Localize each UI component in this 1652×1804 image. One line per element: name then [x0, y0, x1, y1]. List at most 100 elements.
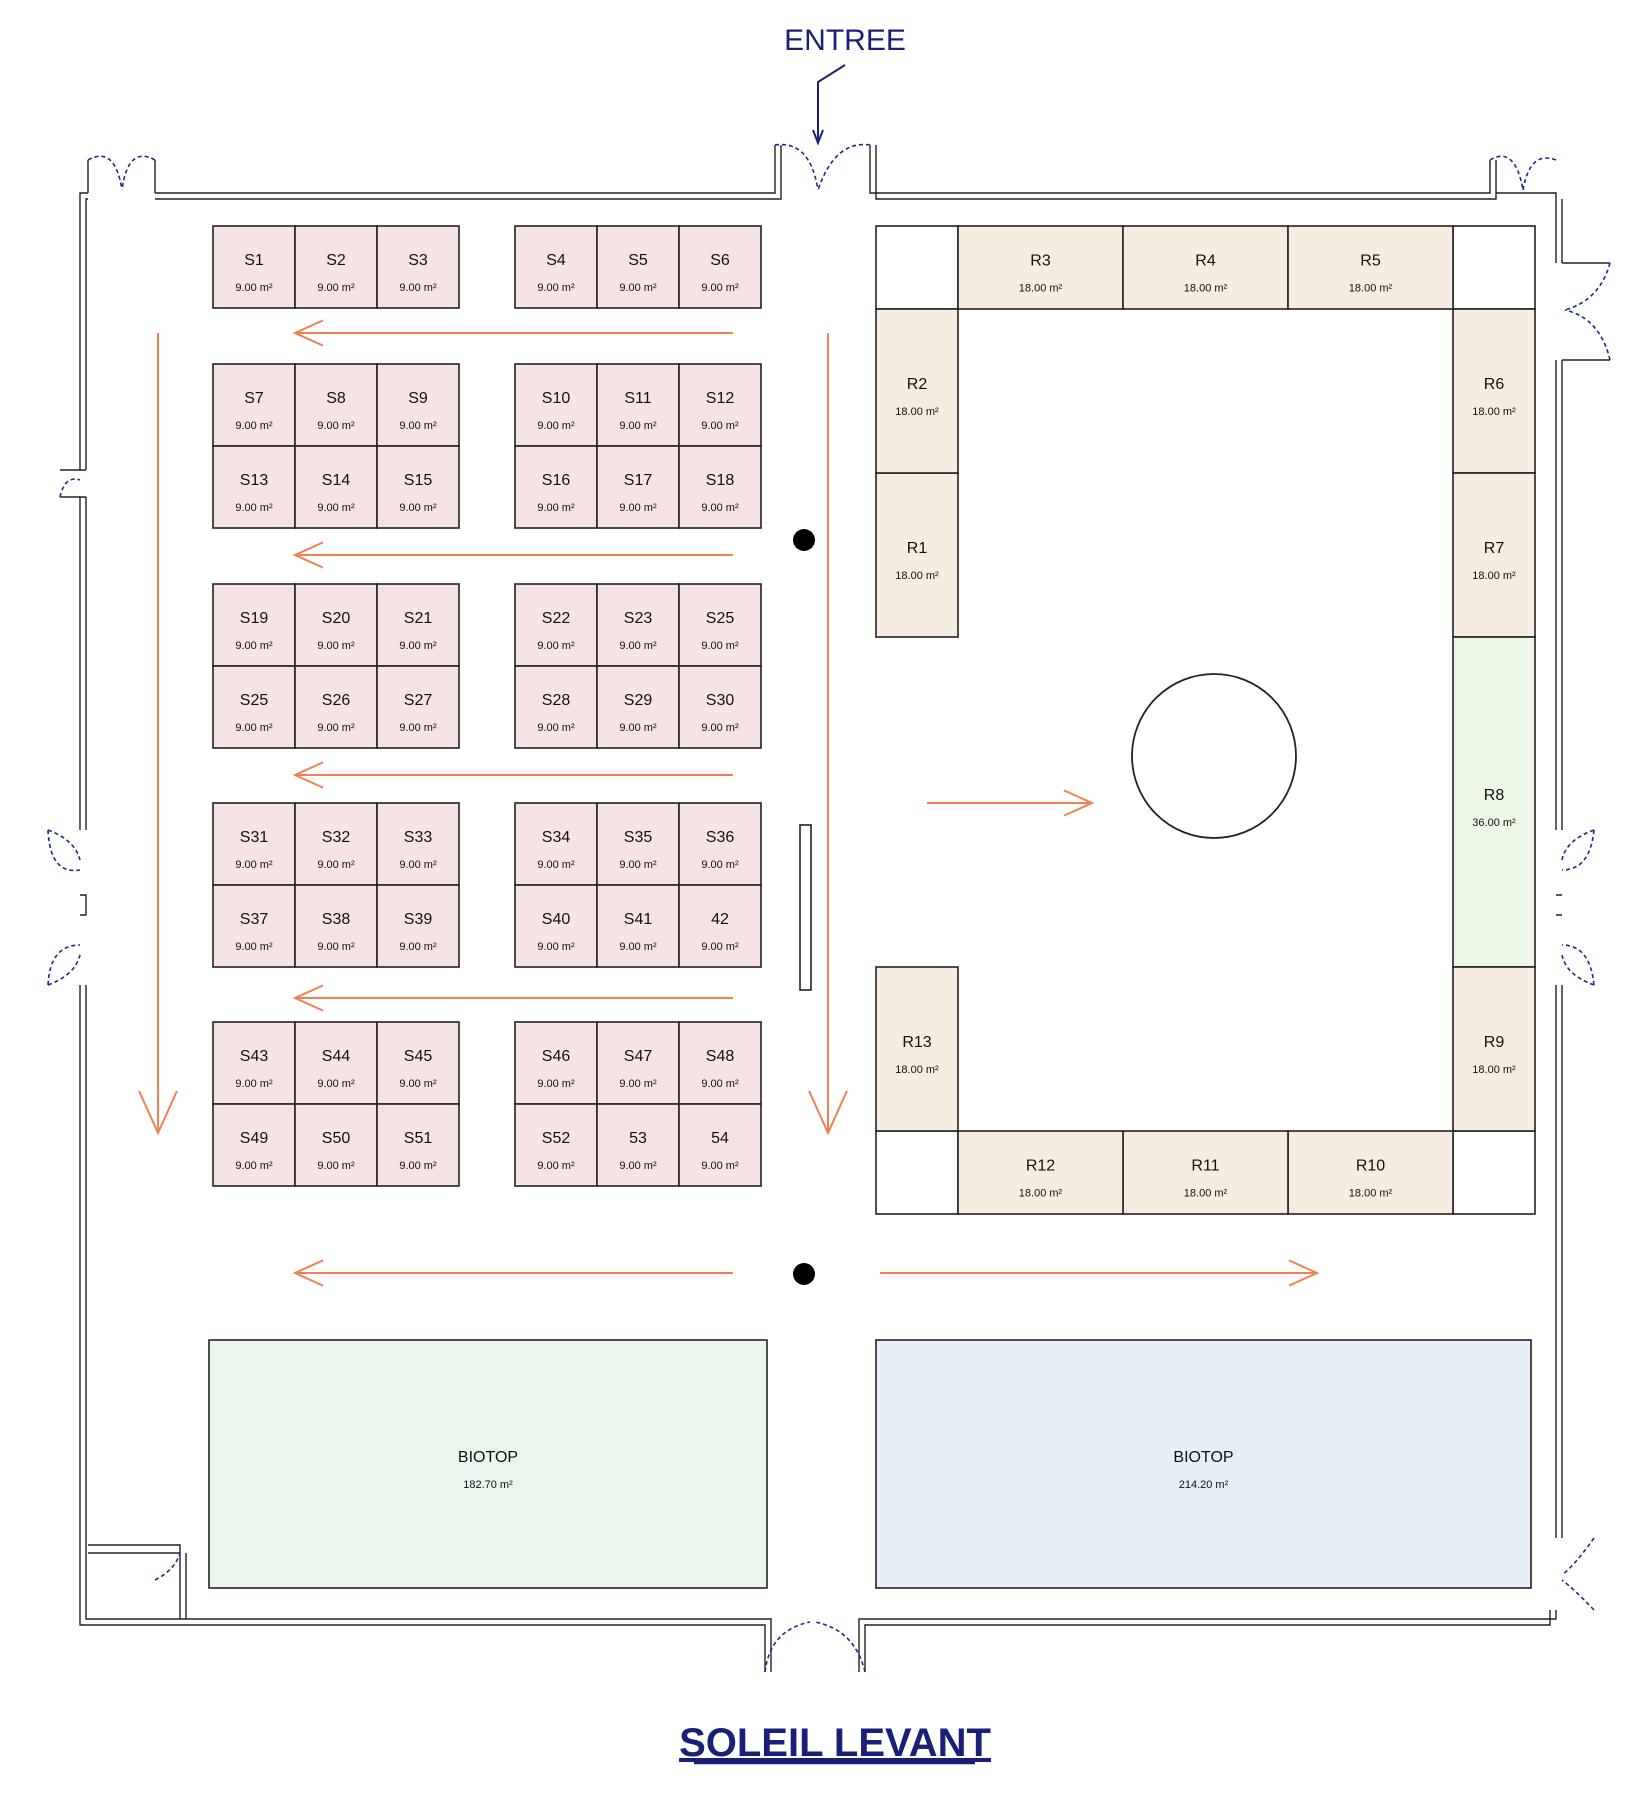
booth-label: S33: [404, 829, 433, 846]
booth-label: S7: [244, 390, 264, 407]
booth-outline: [678, 225, 762, 309]
booth: S44 9.00 m²: [294, 1021, 378, 1105]
booth-label: S44: [322, 1048, 351, 1065]
booth-area: 9.00 m²: [619, 722, 657, 734]
booth-area: 18.00 m²: [1184, 283, 1228, 295]
booth-area: 9.00 m²: [235, 502, 273, 514]
flow-arrow: [292, 761, 733, 789]
booth-outline: [208, 1339, 768, 1589]
partition-screen: [799, 824, 812, 991]
booth-label: BIOTOP: [1173, 1449, 1233, 1466]
booth-area: 9.00 m²: [399, 1160, 437, 1172]
booth-area: 18.00 m²: [895, 406, 939, 418]
booth-outline: [678, 445, 762, 529]
booth-label: S47: [624, 1048, 653, 1065]
booth: S41 9.00 m²: [596, 884, 680, 968]
booth-label: S46: [542, 1048, 571, 1065]
booth-label: R10: [1356, 1158, 1385, 1175]
booth-area: 9.00 m²: [701, 941, 739, 953]
flow-arrow: [880, 1259, 1320, 1287]
booth-area: 9.00 m²: [701, 859, 739, 871]
booth: S49.00 m²: [514, 225, 598, 309]
booth-outline: [1287, 225, 1454, 310]
booth-label: S6: [710, 252, 730, 269]
booth: R12 18.00 m²: [957, 1130, 1124, 1215]
booth: S89.00 m²: [294, 363, 378, 447]
booth: S69.00 m²: [678, 225, 762, 309]
booth-outline: [678, 1103, 762, 1187]
booth-label: S4: [546, 252, 566, 269]
booth-label: R3: [1030, 253, 1051, 270]
booth-area: 9.00 m²: [619, 1078, 657, 1090]
flow-arrow: [927, 789, 1095, 817]
booth-label: S38: [322, 911, 351, 928]
booth-outline: [212, 802, 296, 886]
booth-outline: [376, 225, 460, 309]
booth-outline: [514, 802, 598, 886]
booth: S29 9.00 m²: [596, 665, 680, 749]
booth-label: S16: [542, 472, 571, 489]
booth: S99.00 m²: [376, 363, 460, 447]
booth-area: 9.00 m²: [619, 941, 657, 953]
booth-area: 18.00 m²: [895, 1064, 939, 1076]
booth-label: R9: [1484, 1034, 1505, 1051]
booth-label: S20: [322, 610, 351, 627]
booth-area: 9.00 m²: [537, 722, 575, 734]
booth-label: S15: [404, 472, 433, 489]
entrance-label: ENTREE: [784, 24, 906, 57]
booth-area: 214.20 m²: [1179, 1479, 1229, 1491]
booth-area: 9.00 m²: [235, 722, 273, 734]
booth-outline: [376, 1103, 460, 1187]
booth-area: 9.00 m²: [317, 1078, 355, 1090]
booth-label: R12: [1026, 1158, 1055, 1175]
booth-label: S41: [624, 911, 653, 928]
booth-outline: [514, 363, 598, 447]
booth: S39.00 m²: [376, 225, 460, 309]
booth-area: 182.70 m²: [463, 1479, 513, 1491]
booth-area: 9.00 m²: [537, 859, 575, 871]
booth-label: S52: [542, 1130, 571, 1147]
booth-outline: [376, 583, 460, 667]
booth-outline: [294, 445, 378, 529]
booth-outline: [1122, 225, 1289, 310]
booth-area: 9.00 m²: [317, 1160, 355, 1172]
booth-outline: [1122, 1130, 1289, 1215]
booth-label: S19: [240, 610, 269, 627]
booth-label: S25: [240, 692, 269, 709]
booth-label: S36: [706, 829, 735, 846]
booth-label: S32: [322, 829, 351, 846]
booth-outline: [514, 1103, 598, 1187]
booth-label: S29: [624, 692, 653, 709]
booth-area: 18.00 m²: [895, 570, 939, 582]
booth-area: 9.00 m²: [619, 502, 657, 514]
booth-label: S34: [542, 829, 571, 846]
booth-area: 9.00 m²: [399, 941, 437, 953]
booth-outline: [875, 1339, 1532, 1589]
booth-outline: [1287, 1130, 1454, 1215]
booth-area: 18.00 m²: [1184, 1188, 1228, 1200]
entrance-marker: ENTREE: [784, 24, 906, 146]
booth-outline: [212, 583, 296, 667]
circulation-arrows: [138, 319, 1320, 1287]
entrance-arrowhead: [812, 129, 824, 146]
booth-area: 18.00 m²: [1472, 570, 1516, 582]
booth-area: 18.00 m²: [1019, 1188, 1063, 1200]
